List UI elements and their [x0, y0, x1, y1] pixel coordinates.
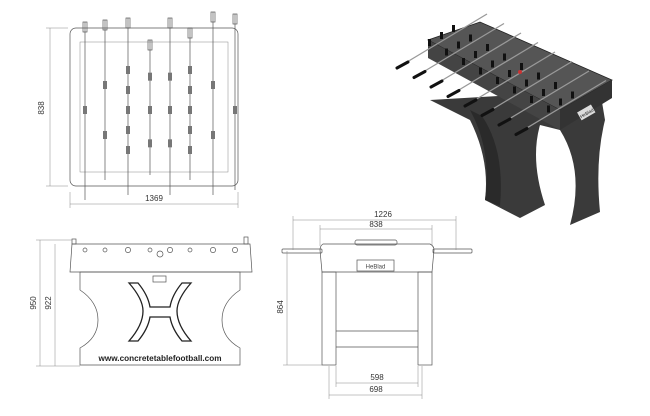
rod-hole	[210, 247, 216, 253]
front-view-body-height-dimension: 922	[44, 296, 53, 310]
render-rod	[412, 22, 505, 79]
side-view-total-width-dimension: 1226	[374, 210, 392, 219]
render-right-side	[560, 80, 612, 130]
side-view-logo: HeBlad	[366, 265, 386, 271]
side-view-right-rod	[432, 248, 473, 254]
front-view-leg	[79, 271, 241, 366]
side-view-outer-base-dimension: 698	[369, 385, 383, 394]
front-view-top-box	[69, 243, 253, 273]
rod	[187, 27, 193, 180]
side-view-body-width-dimension: 838	[369, 220, 383, 229]
side-view-left-rod	[281, 248, 323, 254]
rod	[82, 21, 88, 200]
rod	[167, 17, 173, 195]
side-view: HeBlad 1226 838 864 598 698	[276, 210, 473, 399]
render-rod	[395, 13, 488, 70]
rod	[125, 17, 131, 195]
rod-hole	[147, 247, 153, 253]
rod-hole	[102, 247, 108, 253]
front-view-slot	[152, 275, 167, 283]
front-view: www.concretetablefootball.com 950 922	[29, 236, 253, 367]
render-rods	[395, 13, 607, 136]
top-view-field	[79, 41, 229, 173]
rod	[147, 39, 153, 175]
top-view-frame	[69, 27, 239, 187]
side-view-score-counter	[354, 239, 398, 246]
side-view-logo-plate	[356, 259, 395, 272]
front-view-logo-h	[127, 282, 193, 342]
render-logo: HeBlad	[579, 107, 595, 119]
rod-hole	[232, 247, 238, 253]
front-view-website: www.concretetablefootball.com	[98, 354, 222, 363]
render-ball	[518, 70, 522, 74]
rod	[102, 19, 108, 180]
side-view-right-leg	[417, 271, 433, 366]
rod-hole	[187, 247, 193, 253]
ball-return	[156, 250, 164, 258]
rod-hole	[167, 247, 173, 253]
3d-render: HeBlad	[395, 13, 613, 225]
top-view-height-dimension: 838	[37, 101, 46, 115]
front-view-rod-holes	[82, 247, 238, 258]
side-view-inner-base-dimension: 598	[370, 373, 384, 382]
top-view: 838 1369	[37, 11, 239, 208]
render-rod	[514, 79, 607, 136]
render-rod	[497, 70, 590, 127]
render-rod	[446, 41, 539, 98]
side-view-height-dimension: 864	[276, 300, 285, 314]
top-view-width-dimension: 1369	[145, 194, 163, 203]
render-rod	[480, 60, 573, 117]
rod-hole	[125, 247, 131, 253]
rod-hole	[82, 247, 88, 253]
front-view-total-height-dimension: 950	[29, 296, 38, 310]
rod	[210, 11, 216, 195]
rod	[232, 13, 238, 190]
render-rod	[463, 51, 556, 108]
top-view-rods	[82, 11, 238, 200]
render-rod	[429, 32, 522, 89]
side-view-left-leg	[321, 271, 337, 366]
